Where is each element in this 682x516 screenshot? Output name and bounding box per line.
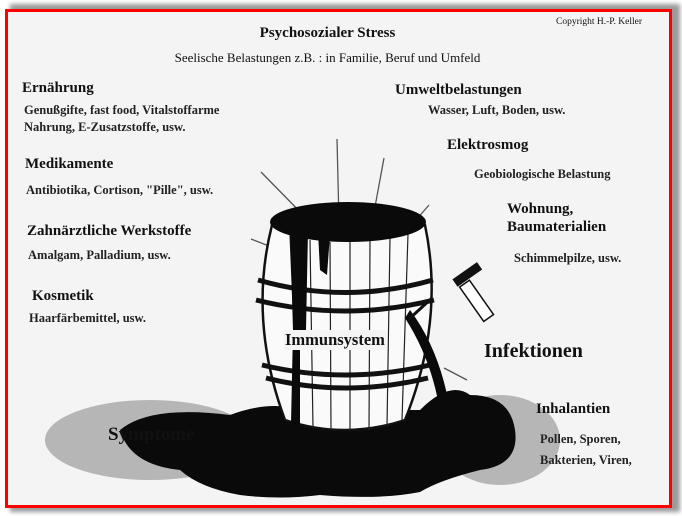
factor-ernaehrung-detail: Genußgifte, fast food, Vitalstoffarme [24,103,220,117]
drip [405,310,450,412]
factor-wohnung-heading: Wohnung, [507,201,574,217]
nail [406,296,434,322]
factor-zahn-detail: Amalgam, Palladium, usw. [28,248,171,262]
factor-inhalantien-heading: Inhalantien [536,401,611,417]
factor-ernaehrung-detail: Nahrung, E-Zusatzstoffe, usw. [24,120,186,134]
copyright-text: Copyright H.-P. Keller [556,17,643,27]
immunsystem-label: Immunsystem [284,330,386,350]
factor-wohnung-detail: Schimmelpilze, usw. [514,251,622,265]
factor-inhalantien-detail: Pollen, Sporen, [540,432,621,446]
barrel-body [261,223,433,432]
puddle [120,390,516,498]
diagram-title: Psychosozialer Stress [259,25,396,41]
factor-kosmetik-detail: Haarfärbemittel, usw. [29,311,146,325]
symptome-label: Symptome [108,424,195,445]
factor-umwelt-heading: Umweltbelastungen [395,82,522,98]
factor-medikamente-detail: Antibiotika, Cortison, "Pille", usw. [26,183,214,197]
factor-inhalantien-detail: Bakterien, Viren, [540,453,632,467]
barrel-hoops [255,277,435,391]
factor-zahn-heading: Zahnärztliche Werkstoffe [27,223,192,239]
factor-medikamente-heading: Medikamente [25,156,114,172]
factor-elektrosmog-detail: Geobiologische Belastung [474,167,611,181]
infektionen-label: Infektionen [484,340,583,362]
factor-kosmetik-heading: Kosmetik [32,288,94,304]
factor-elektrosmog-heading: Elektrosmog [447,137,529,153]
barrel-top [270,202,426,242]
factor-umwelt-detail: Wasser, Luft, Boden, usw. [428,103,566,117]
hammer-icon [452,262,495,323]
factor-ernaehrung-heading: Ernährung [22,80,94,96]
factor-wohnung-heading: Baumaterialien [507,219,607,235]
diagram-subtitle: Seelische Belastungen z.B. : in Familie,… [174,50,481,65]
drip [318,232,330,275]
